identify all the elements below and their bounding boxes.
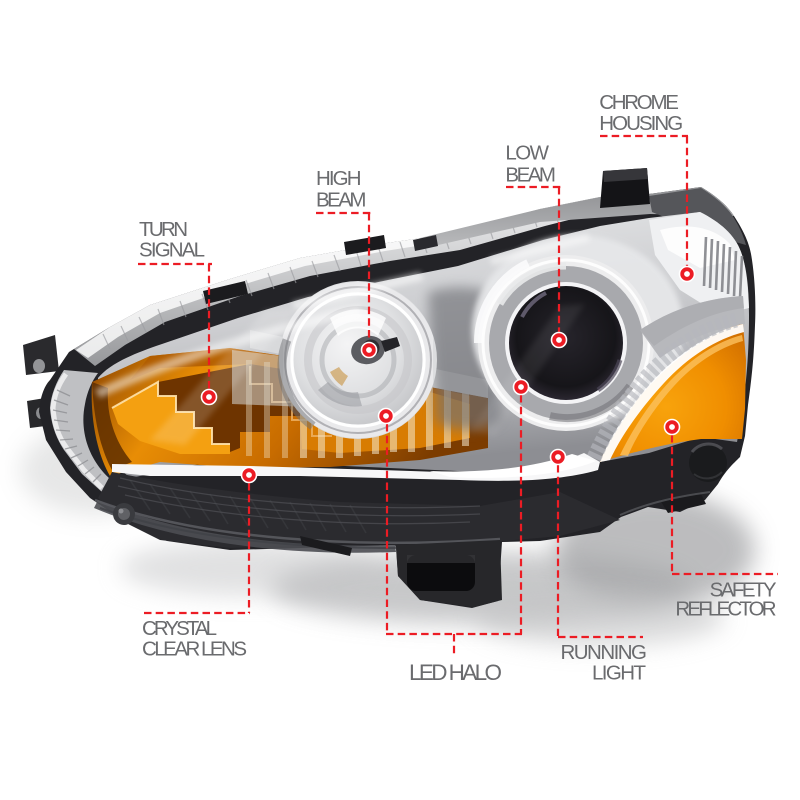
svg-text:TURN: TURN xyxy=(139,218,188,241)
svg-text:REFLECTOR: REFLECTOR xyxy=(675,598,776,621)
svg-text:CRYSTAL: CRYSTAL xyxy=(142,617,217,640)
svg-text:RUNNING: RUNNING xyxy=(561,641,648,664)
svg-text:SAFETY: SAFETY xyxy=(710,579,777,602)
svg-text:HIGH: HIGH xyxy=(316,167,362,190)
svg-text:CHROME: CHROME xyxy=(599,91,679,114)
svg-text:LIGHT: LIGHT xyxy=(592,662,646,685)
svg-text:BEAM: BEAM xyxy=(505,163,556,186)
svg-text:LED HALO: LED HALO xyxy=(409,660,502,685)
svg-text:BEAM: BEAM xyxy=(316,188,366,211)
svg-text:CLEAR LENS: CLEAR LENS xyxy=(142,638,247,661)
svg-text:LOW: LOW xyxy=(505,142,549,165)
svg-text:SIGNAL: SIGNAL xyxy=(139,239,205,262)
svg-text:HOUSING: HOUSING xyxy=(599,112,683,135)
